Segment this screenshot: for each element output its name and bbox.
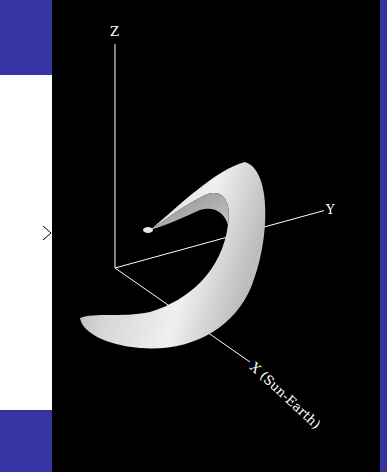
panel-pointer — [43, 226, 51, 240]
shell-tip — [143, 227, 153, 233]
black-panel — [52, 0, 380, 472]
white-panel — [0, 75, 52, 410]
z-axis — [115, 44, 116, 268]
axis-label: Y — [324, 202, 337, 217]
magnetopause-shell — [80, 162, 265, 348]
shell-inner-rim — [150, 193, 229, 230]
axis-label: Z — [108, 24, 121, 39]
